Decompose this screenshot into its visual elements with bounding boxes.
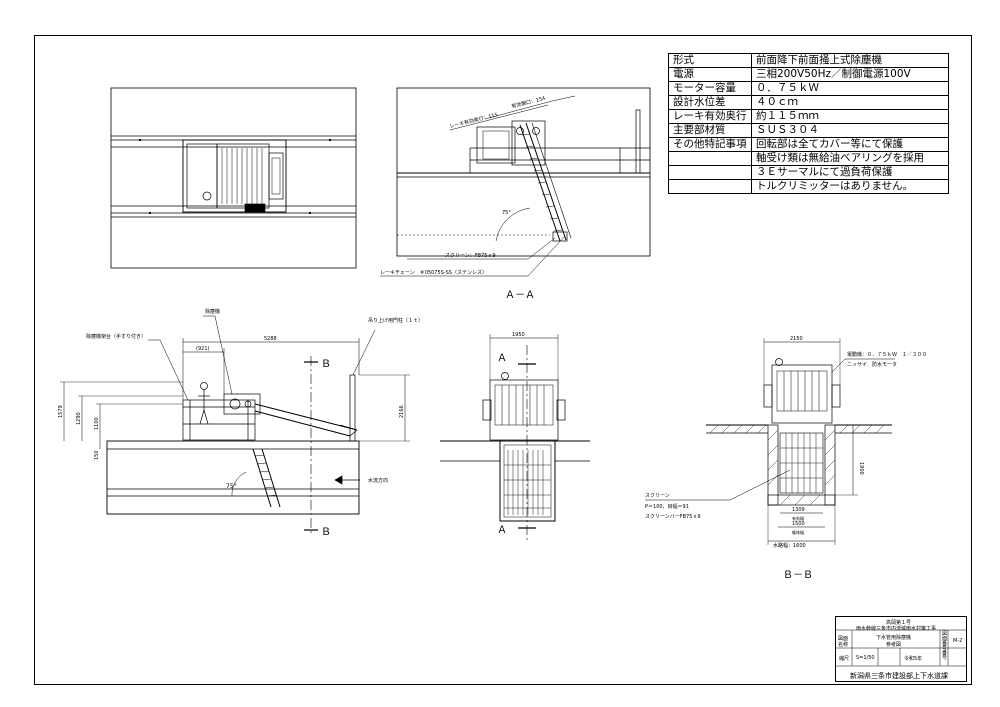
side-dim-h2: 1290 (76, 412, 82, 425)
spec-value: 三相200V50Hz／制御電源100V (751, 67, 949, 82)
tb-drawing-label: 図面名称 (838, 636, 849, 648)
bb-title: Ｂ－Ｂ (783, 570, 813, 581)
front-view (440, 334, 590, 540)
side-dim-h3: 1100 (94, 417, 100, 430)
spec-label: 設計水位差 (668, 95, 752, 110)
tb-scale: S=1/50 (856, 655, 875, 661)
tb-year: 令和5年 (904, 656, 923, 662)
tb-project1: 高岡第１号 (886, 620, 912, 626)
aa-screen-note: スクリーン：FB75ｘ9 (445, 253, 496, 259)
section-bb-view (645, 338, 895, 545)
spec-value: ＳＵＳ３０４ (751, 123, 949, 138)
cut-b-top: Ｂ (321, 359, 331, 370)
aa-title: Ａ－Ａ (505, 290, 535, 301)
side-dim-right: 2166 (399, 405, 405, 418)
tb-project2: 雨水幹線三条市内流域雨水対策工事 (856, 626, 937, 632)
flow-direction-label: 水流方向 (368, 477, 388, 484)
spec-value: ０．７５ｋＷ (751, 81, 949, 96)
side-view: 75° (60, 315, 410, 535)
tb-drawing-name1: 下水管用除塵機 (876, 635, 912, 641)
front-dim-width: 1950 (512, 332, 525, 338)
side-hoist-label: 吊り上げ用門柱（１ｔ） (368, 317, 423, 324)
spec-row: トルクリミッターはありません。 (668, 179, 949, 194)
aa-angle-label: 75° (502, 210, 511, 216)
bb-screen-note2: P＝100，目幅＝91 (645, 503, 689, 510)
cut-a-bottom: Ａ (497, 525, 507, 536)
bb-screen-note1: スクリーン (645, 493, 670, 499)
section-aa-view: 75° (380, 87, 651, 277)
aa-chain-note: レーキチェーン ＃05075S-SS（ステンレス） (380, 270, 487, 276)
spec-label: モーター容量 (668, 81, 752, 96)
bb-dim-frame: 有効幅 (792, 515, 804, 521)
spec-label (668, 179, 752, 194)
plan-view (110, 87, 357, 269)
spec-value: ３Ｅサーマルにて過負荷保護 (751, 165, 949, 180)
side-platform-label: 除塵機架台（手すり付き） (86, 333, 146, 340)
drawing-border (34, 35, 972, 685)
spec-value: 回転部は全てカバー等にて保護 (751, 137, 949, 152)
bb-dim-1309: 1309 (792, 507, 805, 513)
bb-dim-depth: 1900 (858, 462, 864, 475)
bb-dim-width: 2150 (790, 336, 803, 342)
spec-value: 約１１５ｍｍ (751, 109, 949, 124)
spec-label: その他特記事項 (668, 137, 752, 152)
side-machine-label: 除塵機 (205, 308, 220, 315)
title-block: 高岡第１号 雨水幹線三条市内流域雨水対策工事 図面名称 下水管用除塵機 参考図 … (835, 616, 967, 682)
spec-label (668, 165, 752, 180)
spec-row: ３Ｅサーマルにて過負荷保護 (668, 165, 949, 180)
spec-label: 主要部材質 (668, 123, 752, 138)
tb-side-label: 番号 (942, 650, 948, 661)
tb-drawing-name2: 参考図 (886, 642, 902, 648)
spec-value: トルクリミッターはありません。 (751, 179, 949, 194)
spec-value: ４０ｃｍ (751, 95, 949, 110)
spec-row: 軸受け類は無給油ベアリングを採用 (668, 151, 949, 166)
bb-motor-note2: ニッサイ 防水モータ (847, 361, 897, 368)
spec-row: レーキ有効奥行約１１５ｍｍ (668, 109, 949, 124)
tb-office: 新潟県三条市建設部上下水道課 (850, 672, 948, 680)
spec-label (668, 151, 752, 166)
aa-opening-note: 有効開口：154 (511, 95, 546, 110)
tb-number-label: 図面番号 (942, 631, 948, 652)
bb-dim-1600: 水路幅：1600 (773, 542, 806, 549)
spec-value: 軸受け類は無給油ベアリングを採用 (751, 151, 949, 166)
side-dim-total: 5288 (264, 336, 277, 342)
spec-label: 電源 (668, 67, 752, 82)
spec-value: 前面降下前面掻上式除塵機 (751, 53, 949, 68)
cut-a-top: Ａ (497, 353, 507, 364)
side-dim-h1: 1579 (58, 405, 64, 418)
side-dim-sub: (921) (196, 346, 209, 352)
bb-motor-note: 電動機：０．７５ｋＷ １／３００ (847, 351, 927, 358)
spec-row: 形式前面降下前面掻上式除塵機 (668, 53, 949, 68)
side-angle-label: 75° (226, 483, 237, 490)
spec-row: その他特記事項回転部は全てカバー等にて保護 (668, 137, 949, 152)
spec-row: 電源三相200V50Hz／制御電源100V (668, 67, 949, 82)
title-block-lines (835, 629, 967, 667)
tb-scale-label: 縮尺 (839, 656, 850, 662)
cut-b-bottom: Ｂ (321, 527, 331, 538)
bb-dim-frame2: 躯体幅 (792, 529, 804, 535)
bb-dim-1500: 1500 (792, 521, 805, 527)
side-dim-h4: 150 (94, 450, 100, 460)
tb-sheet: M-2 (953, 638, 963, 644)
spec-label: レーキ有効奥行 (668, 109, 752, 124)
spec-label: 形式 (668, 53, 752, 68)
bb-screen-note3: スクリーンバーFB75ｘ9 (645, 514, 701, 520)
